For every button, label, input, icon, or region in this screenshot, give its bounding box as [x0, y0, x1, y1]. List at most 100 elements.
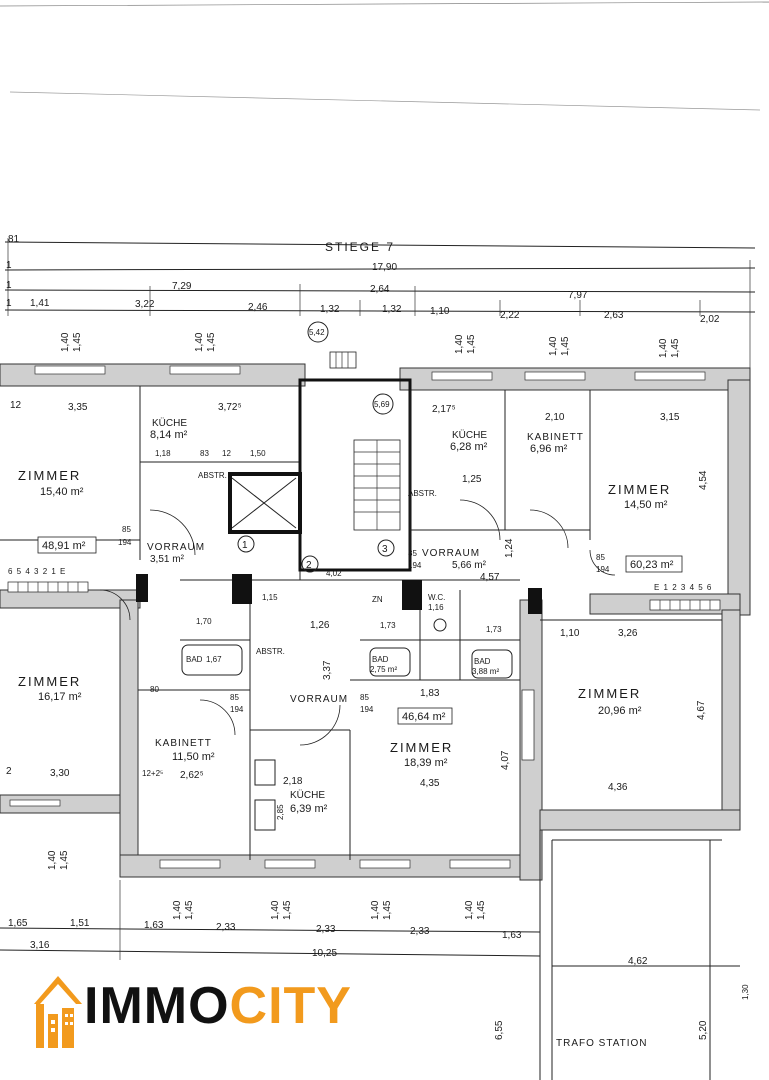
svg-text:60,23 m²: 60,23 m² [630, 559, 674, 571]
svg-text:10,25: 10,25 [312, 948, 337, 959]
dim-row2-a: 7,29 [172, 281, 192, 292]
svg-text:ABSTR.: ABSTR. [256, 647, 285, 656]
dim-row3-3: 1,32 [320, 304, 340, 315]
window-dims-top: 1,40 1,45 1,40 1,45 1,40 1,45 1,40 1,45 … [60, 332, 681, 358]
svg-text:1,40: 1,40 [454, 334, 465, 354]
dim-row3-7: 2,63 [604, 310, 624, 321]
svg-text:11,50 m²: 11,50 m² [172, 751, 215, 763]
door-labels: 85 194 85 194 85 194 85 194 85 194 [118, 525, 610, 714]
svg-text:1,50: 1,50 [250, 449, 266, 458]
svg-text:85: 85 [360, 693, 369, 702]
svg-text:2,33: 2,33 [316, 924, 336, 935]
room-bad-1: BAD [186, 655, 203, 664]
radiator-right [649, 599, 721, 611]
apt-total-mid: 46,64 m² [397, 707, 453, 725]
svg-text:2,33: 2,33 [216, 922, 236, 933]
svg-text:1,25: 1,25 [462, 474, 482, 485]
svg-text:3,35: 3,35 [68, 402, 88, 413]
svg-text:1,40: 1,40 [60, 332, 71, 352]
svg-text:1,63: 1,63 [144, 920, 164, 931]
radiator-left [7, 581, 89, 593]
svg-text:1,73: 1,73 [486, 625, 502, 634]
svg-text:4,36: 4,36 [608, 782, 628, 793]
svg-text:1,45: 1,45 [72, 332, 83, 352]
svg-text:1,40: 1,40 [658, 338, 669, 358]
dimension-lines-bottom [0, 830, 740, 1080]
radiator-numbers-left: 6 5 4 3 2 1 E [8, 567, 66, 576]
svg-text:1,18: 1,18 [155, 449, 171, 458]
svg-text:83: 83 [200, 449, 209, 458]
dim-row3-8: 2,02 [700, 314, 720, 325]
svg-text:1,40: 1,40 [47, 850, 58, 870]
svg-text:1,73: 1,73 [380, 621, 396, 630]
dim-row3-5: 1,10 [430, 306, 450, 317]
svg-text:1,26: 1,26 [310, 620, 330, 631]
svg-text:80: 80 [150, 685, 159, 694]
svg-text:1,83: 1,83 [420, 688, 440, 699]
svg-text:3,15: 3,15 [660, 412, 680, 423]
room-zimmer-s: ZIMMER [390, 740, 453, 755]
svg-text:20,96 m²: 20,96 m² [598, 705, 642, 717]
svg-text:1,67: 1,67 [206, 655, 222, 664]
svg-text:3,30: 3,30 [50, 768, 70, 779]
svg-text:1,40: 1,40 [172, 900, 183, 920]
svg-text:5,20: 5,20 [698, 1020, 709, 1040]
svg-text:5,42: 5,42 [309, 328, 325, 337]
svg-text:85: 85 [122, 525, 131, 534]
svg-text:1,45: 1,45 [560, 336, 571, 356]
apt-total-left: 48,91 m² [37, 536, 97, 554]
svg-text:1,24: 1,24 [504, 538, 515, 558]
svg-text:1,63: 1,63 [502, 930, 522, 941]
svg-text:1: 1 [6, 260, 12, 271]
svg-text:81: 81 [8, 234, 20, 245]
svg-text:1,65: 1,65 [8, 918, 28, 929]
svg-text:194: 194 [360, 705, 374, 714]
structural-columns [136, 574, 542, 614]
svg-text:2,85: 2,85 [276, 804, 285, 820]
svg-text:3,16: 3,16 [30, 940, 50, 951]
svg-text:1,70: 1,70 [196, 617, 212, 626]
svg-text:46,64 m²: 46,64 m² [402, 711, 446, 723]
dim-row3-9: 7,97 [568, 290, 588, 301]
svg-text:18,39 m²: 18,39 m² [404, 757, 448, 769]
svg-text:ABSTR.: ABSTR. [198, 471, 227, 480]
svg-text:1,51: 1,51 [70, 918, 90, 929]
dim-row3-0: 1,41 [30, 298, 50, 309]
room-vorraum-right: VORRAUM [422, 548, 480, 559]
staircase [329, 351, 401, 531]
svg-text:2,17⁵: 2,17⁵ [432, 404, 456, 415]
exterior-walls [0, 363, 751, 881]
stair-title: STIEGE 7 [325, 240, 395, 254]
svg-text:194: 194 [408, 561, 422, 570]
svg-text:194: 194 [230, 705, 244, 714]
room-wc: W.C. [428, 593, 445, 602]
house-icon [34, 976, 82, 1048]
dim-row2-b: 2,64 [370, 284, 390, 295]
room-kueche-nw: KÜCHE [152, 417, 187, 429]
svg-text:1,45: 1,45 [282, 900, 293, 920]
svg-text:2,75 m²: 2,75 m² [370, 665, 397, 674]
svg-text:1: 1 [6, 280, 12, 291]
svg-text:3,72⁵: 3,72⁵ [218, 402, 242, 413]
interior-walls [0, 378, 722, 860]
svg-text:194: 194 [596, 565, 610, 574]
svg-text:16,17 m²: 16,17 m² [38, 691, 82, 703]
dim-row3-4: 1,32 [382, 304, 402, 315]
svg-text:5,66 m²: 5,66 m² [452, 560, 487, 571]
svg-text:3,88 m²: 3,88 m² [472, 667, 499, 676]
room-zimmer-e: ZIMMER [578, 686, 641, 701]
svg-text:4,54: 4,54 [698, 470, 709, 490]
immocity-logo: IMMOCITY [32, 968, 392, 1054]
stair-num-3: 3 [382, 544, 388, 555]
svg-text:1,15: 1,15 [262, 593, 278, 602]
svg-text:85: 85 [596, 553, 605, 562]
svg-text:1,45: 1,45 [466, 334, 477, 354]
room-zimmer-w: ZIMMER [18, 674, 81, 689]
svg-text:1,45: 1,45 [382, 900, 393, 920]
svg-text:1: 1 [6, 298, 12, 309]
room-kueche-ne: KÜCHE [452, 429, 487, 441]
room-kabinett-ne: KABINETT [527, 432, 584, 443]
svg-text:12+2⁵: 12+2⁵ [142, 769, 163, 778]
svg-text:1,10: 1,10 [560, 628, 580, 639]
